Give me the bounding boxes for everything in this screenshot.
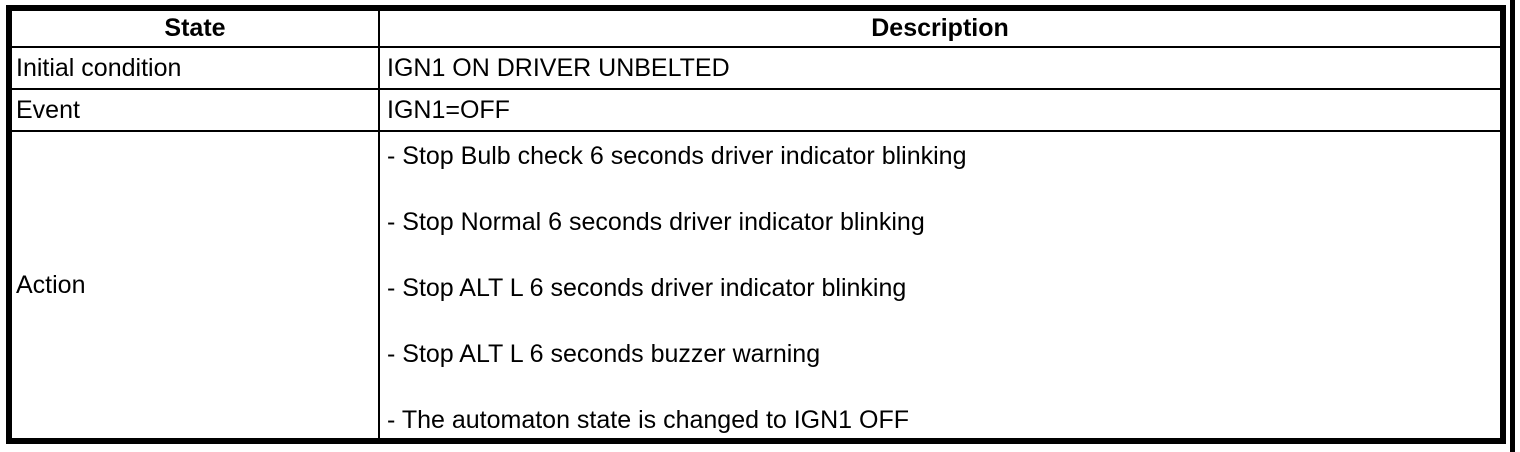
column-header-description: Description [380, 11, 1500, 48]
page-edge-line [1510, 0, 1515, 452]
row-event-description: IGN1=OFF [380, 90, 1500, 132]
row-initial-condition-description: IGN1 ON DRIVER UNBELTED [380, 48, 1500, 90]
column-header-state: State [12, 11, 380, 48]
state-description-table: State Description Initial condition IGN1… [6, 5, 1506, 444]
action-line: - Stop ALT L 6 seconds buzzer warning [387, 340, 821, 368]
row-action-description: - Stop Bulb check 6 seconds driver indic… [380, 132, 1500, 438]
row-initial-condition-state: Initial condition [12, 48, 380, 90]
row-action-state: Action [12, 132, 380, 438]
action-line: - Stop Normal 6 seconds driver indicator… [387, 208, 925, 236]
action-line: - Stop ALT L 6 seconds driver indicator … [387, 274, 907, 302]
action-line: - The automaton state is changed to IGN1… [387, 406, 910, 434]
action-line: - Stop Bulb check 6 seconds driver indic… [387, 142, 967, 170]
row-event-state: Event [12, 90, 380, 132]
